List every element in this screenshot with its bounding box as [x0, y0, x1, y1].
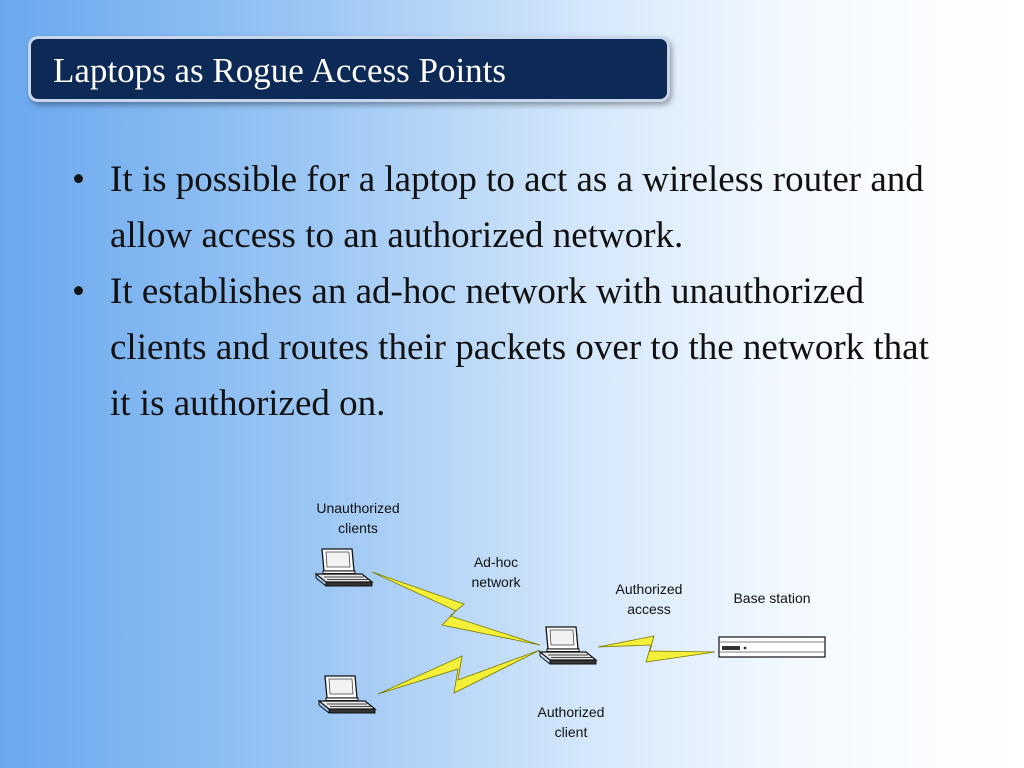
bullet-list: • It is possible for a laptop to act as …: [72, 152, 952, 432]
label-authorized-access: access: [627, 601, 671, 617]
laptop-icon: [315, 548, 373, 587]
label-adhoc-network: Ad-hoc: [474, 554, 518, 570]
bullet-item-1: • It is possible for a laptop to act as …: [72, 152, 952, 264]
lightning-icon: [597, 635, 716, 663]
bullet-marker: •: [72, 271, 85, 312]
bullet-marker: •: [72, 159, 85, 200]
label-adhoc-network: network: [471, 574, 521, 590]
lightning-icon: [377, 649, 541, 695]
laptop-icon: [539, 626, 597, 665]
base-station-icon: [718, 636, 826, 658]
bullet-item-2: • It establishes an ad-hoc network with …: [72, 264, 952, 432]
label-authorized-access: Authorized: [616, 581, 683, 597]
lightning-icon: [371, 571, 541, 646]
label-unauthorized-clients: clients: [338, 520, 378, 536]
label-authorized-client: Authorized: [538, 704, 605, 720]
label-authorized-client: client: [555, 724, 588, 740]
laptop-icon: [318, 675, 376, 714]
slide-title: Laptops as Rogue Access Points: [53, 51, 507, 90]
bullet-text-1: It is possible for a laptop to act as a …: [110, 159, 924, 256]
bullet-text-2: It establishes an ad-hoc network with un…: [110, 271, 929, 424]
title-box: Laptops as Rogue Access Points: [28, 36, 670, 102]
label-base-station: Base station: [733, 590, 810, 606]
label-unauthorized-clients: Unauthorized: [316, 500, 399, 516]
